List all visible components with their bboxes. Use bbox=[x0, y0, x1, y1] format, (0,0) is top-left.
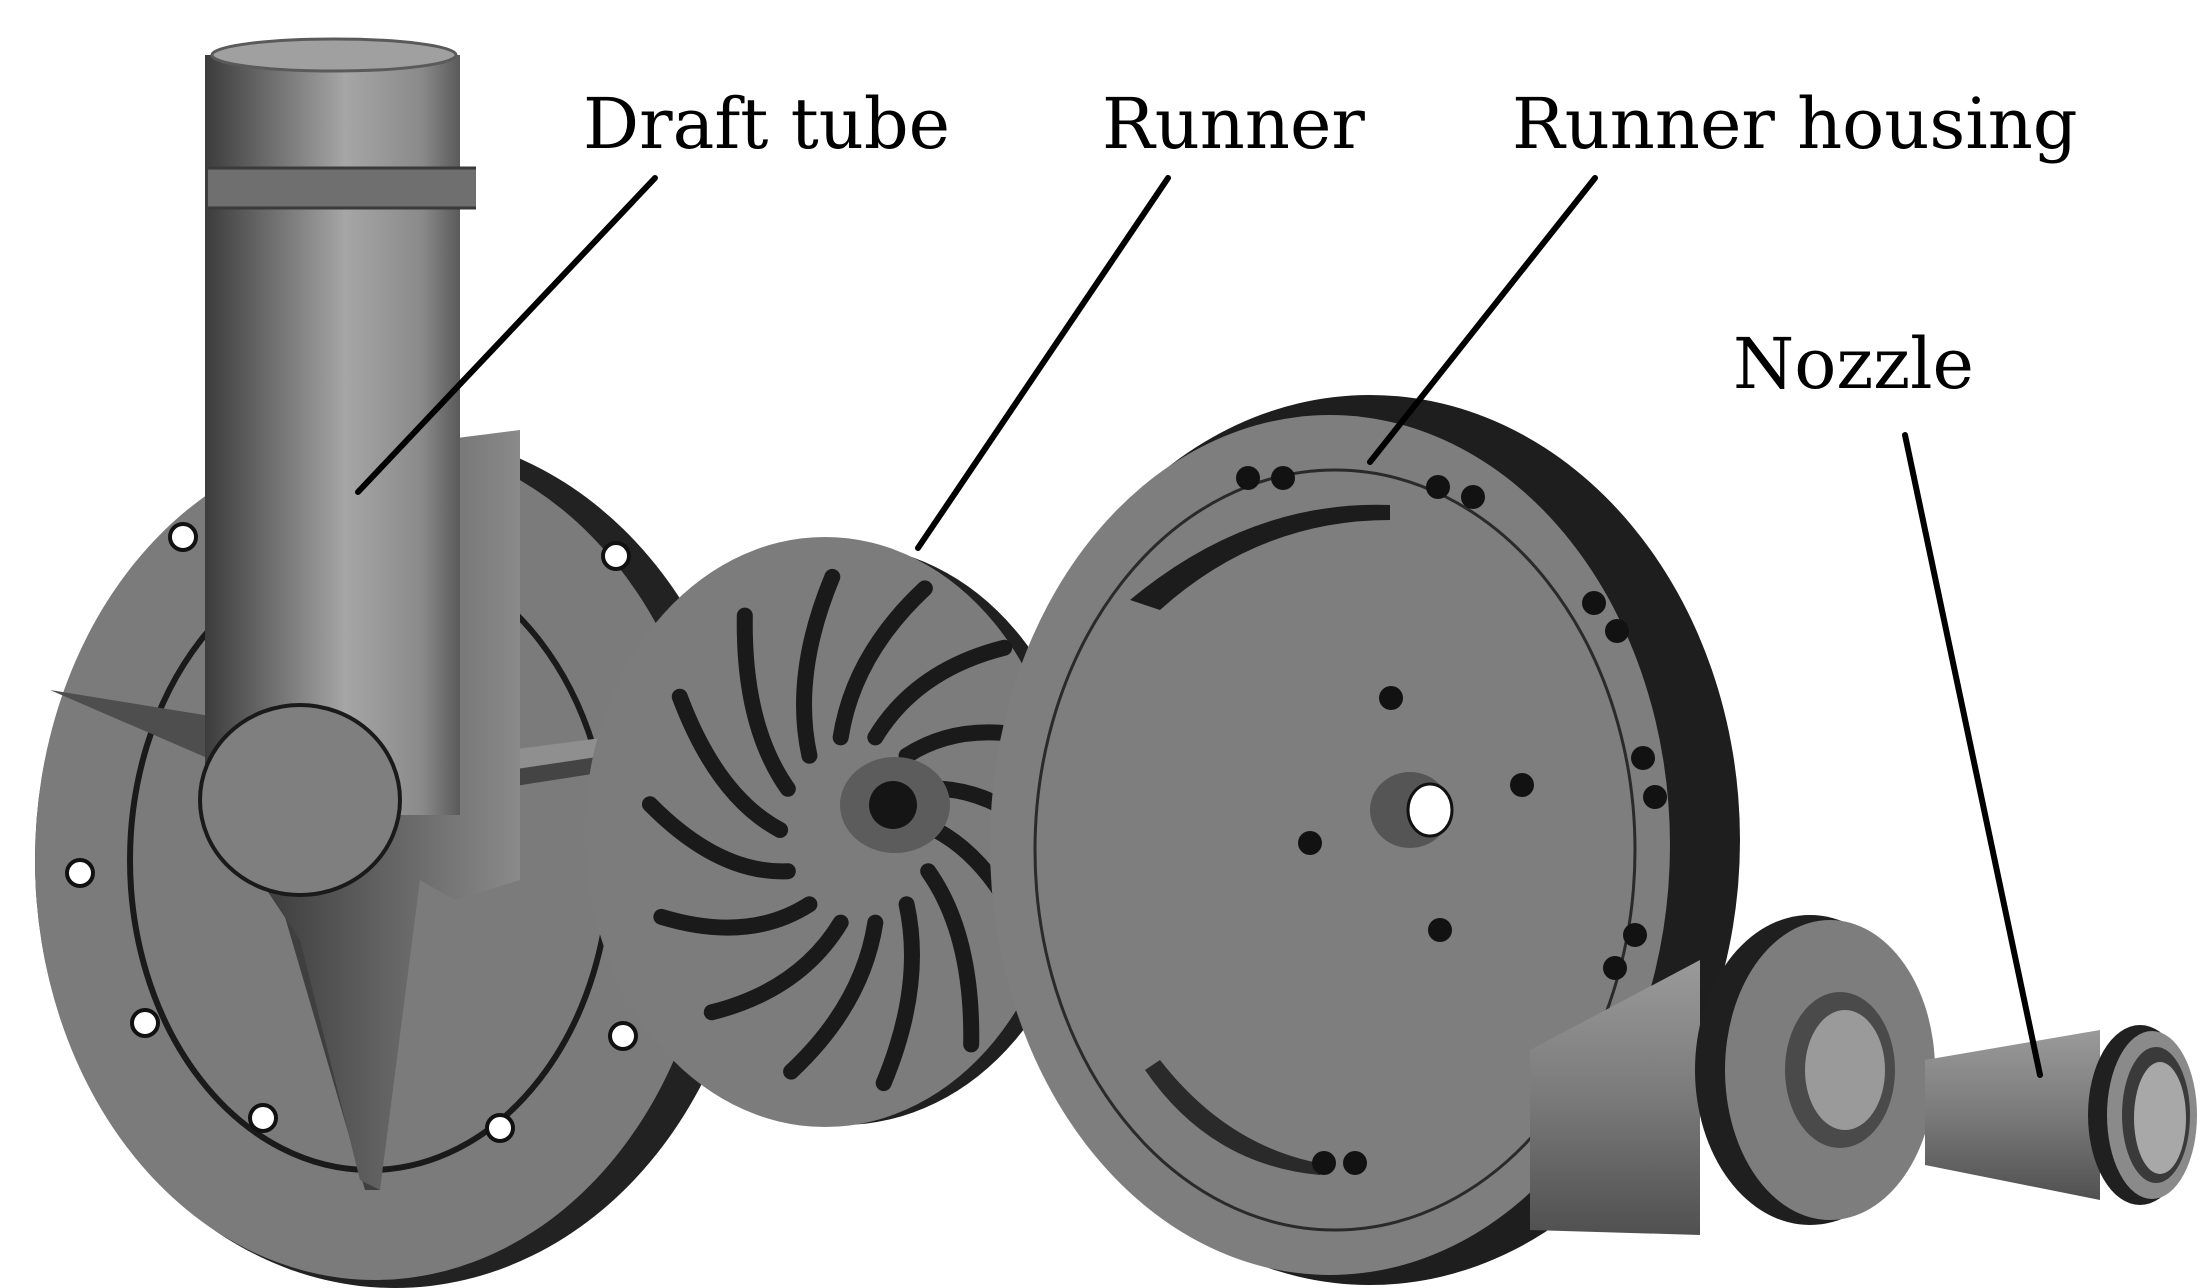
runner-blade bbox=[653, 896, 818, 936]
runner-part bbox=[585, 537, 1087, 1127]
nozzle-leader bbox=[1902, 432, 2043, 1078]
nozzle-part bbox=[1925, 1025, 2197, 1205]
runner-blade bbox=[920, 863, 980, 1053]
runner-leader bbox=[915, 175, 1171, 551]
draft-tube-label: Draft tube bbox=[583, 83, 950, 165]
runner-blade bbox=[641, 796, 796, 880]
draft-tube-leader bbox=[355, 175, 658, 495]
nozzle-flange-part bbox=[1530, 915, 1935, 1235]
runner-blade bbox=[783, 914, 884, 1080]
runner-blade bbox=[832, 580, 933, 746]
runner-housing-label: Runner housing bbox=[1512, 83, 2078, 165]
nozzle-label: Nozzle bbox=[1733, 323, 1974, 405]
runner-blade bbox=[796, 568, 841, 764]
runner-blade bbox=[867, 639, 1013, 746]
runner-label: Runner bbox=[1102, 83, 1365, 165]
runner-blade bbox=[671, 688, 789, 838]
draft-tube-part bbox=[35, 37, 755, 1288]
runner-blade bbox=[703, 914, 849, 1021]
runner-blade bbox=[875, 896, 920, 1092]
runner-blade bbox=[736, 607, 796, 797]
runner-blades bbox=[641, 568, 1075, 1092]
runner-housing-leader bbox=[1367, 175, 1598, 465]
